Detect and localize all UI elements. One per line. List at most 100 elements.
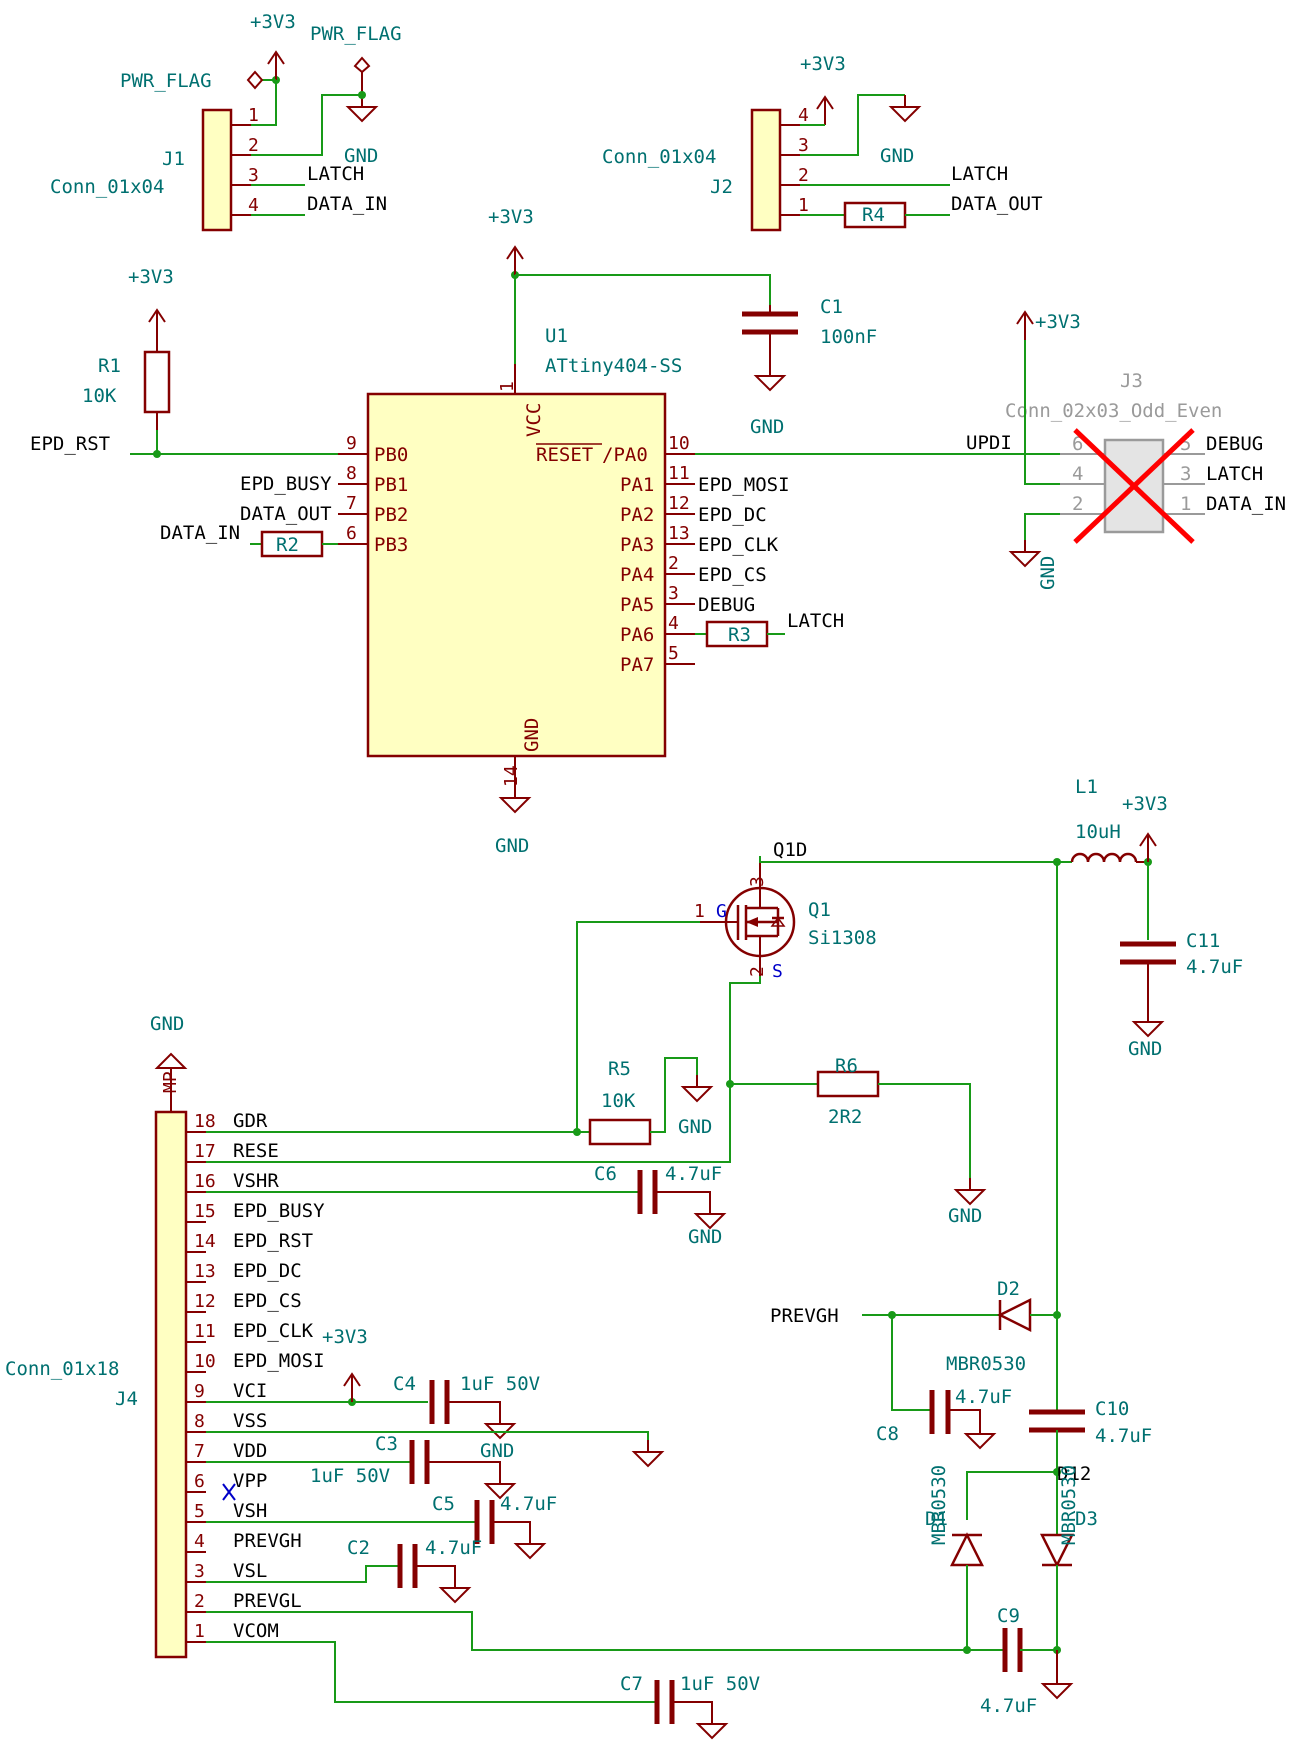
d3-ref: D3 — [1075, 1508, 1098, 1530]
j1-pin-3: 3 — [248, 165, 259, 186]
j2-ref: J2 — [710, 176, 733, 198]
u1-right-pin-net: UPDI — [966, 432, 1012, 454]
c10-value: 4.7uF — [1095, 1425, 1152, 1447]
q1-pin-g: G — [716, 901, 727, 922]
c2-ref: C2 — [347, 1537, 370, 1559]
r5-value: 10K — [601, 1090, 636, 1112]
j4-pin-num: 15 — [194, 1201, 216, 1222]
j4-pin-name: PREVGL — [233, 1590, 302, 1612]
j3-pin-5: 5 — [1180, 433, 1191, 455]
c3-gnd-label: GND — [480, 1440, 514, 1462]
j4-pin-name: EPD_DC — [233, 1260, 302, 1282]
connector-j2: 4 3 2 1 Conn_01x04 J2 +3V3 GND LATCH R4 … — [602, 53, 1043, 232]
c6-value: 4.7uF — [665, 1163, 722, 1185]
u1-right-pin-num: 11 — [668, 463, 690, 484]
q1-pin-1: 1 — [694, 901, 705, 922]
mcu-u1: 1 VCC 14 GND GND +3V3 U1 ATtiny404-SS 9P… — [30, 206, 1060, 857]
d2-triangle — [997, 1297, 1032, 1333]
diode-d1: D1 MBR0530 — [925, 1465, 1057, 1654]
j4-pin-num: 12 — [194, 1291, 216, 1312]
u1-left-pin-net: DATA_IN — [160, 522, 240, 544]
j3-gnd-label: GND — [1037, 556, 1059, 590]
c5-value: 4.7uF — [500, 1493, 557, 1515]
j1-pin-4: 4 — [248, 195, 259, 216]
j2-pin-3: 3 — [798, 135, 809, 156]
j1-v3-label: +3V3 — [250, 11, 296, 33]
pwr-flag-1-label: PWR_FLAG — [120, 70, 212, 92]
prevgh-net-label: PREVGH — [770, 1305, 839, 1327]
q1-net-label: Q1D — [773, 839, 807, 861]
j3-net-latch: LATCH — [1206, 463, 1263, 485]
c4-ref: C4 — [393, 1373, 416, 1395]
d1-triangle — [949, 1532, 985, 1567]
r6-gnd-label: GND — [948, 1205, 982, 1227]
j4-pin-num: 4 — [194, 1531, 205, 1552]
j4-pin-name: EPD_BUSY — [233, 1200, 325, 1222]
c6-gnd-label: GND — [688, 1226, 722, 1248]
u1-left-pin-net: DATA_OUT — [240, 503, 332, 525]
u1-left-pin-name: PB0 — [374, 444, 408, 466]
u1-right-pin-num: 5 — [668, 643, 679, 664]
j3-net-debug: DEBUG — [1206, 433, 1263, 455]
u1-right-pin-net: LATCH — [787, 610, 844, 632]
j2-net-data-out: DATA_OUT — [951, 193, 1043, 215]
u1-right-pin-name: PA1 — [620, 474, 654, 496]
r2-ref: R2 — [276, 534, 299, 556]
l1-value: 10uH — [1075, 821, 1121, 843]
j4-pin-name: VSHR — [233, 1170, 279, 1192]
c7-value: 1uF 50V — [680, 1673, 760, 1695]
u1-pin-gnd-num: 14 — [501, 765, 522, 787]
j4-pin-name: VSS — [233, 1410, 267, 1432]
resistor-r5: R5 10K GND — [577, 1057, 712, 1146]
u1-right-pin-num: 12 — [668, 493, 690, 514]
j3-pin-3: 3 — [1180, 463, 1191, 485]
c2-value: 4.7uF — [425, 1537, 482, 1559]
u1-right-pin-name: PA5 — [620, 594, 654, 616]
c9-ref: C9 — [997, 1605, 1020, 1627]
c3-value: 1uF 50V — [310, 1465, 390, 1487]
j3-pin-2: 2 — [1072, 493, 1083, 515]
c11-ref: C11 — [1186, 930, 1220, 952]
j4-pin-num: 1 — [194, 1621, 205, 1642]
c4-v3-label: +3V3 — [322, 1326, 368, 1348]
u1-left-pin-name: PB2 — [374, 504, 408, 526]
j1-gnd-label: GND — [344, 145, 378, 167]
c6-ref: C6 — [594, 1163, 617, 1185]
j1-ref: J1 — [162, 148, 185, 170]
q1-pin-3: 3 — [747, 876, 768, 887]
resistor-r1: +3V3 R1 10K — [82, 266, 174, 458]
d12-net-label: D12 — [1057, 1463, 1091, 1485]
j4-pin-num: 3 — [194, 1561, 205, 1582]
j4-pin-name: VCOM — [233, 1620, 279, 1642]
j2-pin-4: 4 — [798, 105, 809, 126]
u1-left-pin-net: EPD_BUSY — [240, 473, 332, 495]
u1-right-pin-name: PA4 — [620, 564, 654, 586]
j4-pin-num: 16 — [194, 1171, 216, 1192]
j4-pin-name: VSH — [233, 1500, 267, 1522]
j4-pin-name: EPD_CS — [233, 1290, 302, 1312]
q1-pin-2: 2 — [747, 966, 768, 977]
u1-right-pin-net: EPD_MOSI — [698, 474, 790, 496]
c9-value: 4.7uF — [980, 1695, 1037, 1717]
d3-value: MBR0530 — [1058, 1465, 1080, 1545]
c3-ref: C3 — [375, 1433, 398, 1455]
u1-left-pin-name: PB3 — [374, 534, 408, 556]
u1-right-pin-num: 4 — [668, 613, 679, 634]
r1-value: 10K — [82, 385, 117, 407]
u1-left-pin-num: 9 — [346, 433, 357, 454]
j4-gnd-label: GND — [150, 1013, 184, 1035]
j2-value: Conn_01x04 — [602, 146, 716, 168]
u1-left-pin-num: 7 — [346, 493, 357, 514]
j2-gnd-label: GND — [880, 145, 914, 167]
j4-pin-num: 7 — [194, 1441, 205, 1462]
j4-pin-name: EPD_RST — [233, 1230, 313, 1252]
r6-value: 2R2 — [828, 1106, 862, 1128]
mosfet-q1: 1 G 3 2 S Q1 Si1308 Q1D — [694, 839, 877, 982]
j4-pin-num: 5 — [194, 1501, 205, 1522]
u1-right-pin-net: DEBUG — [698, 594, 755, 616]
j3-net-data-in: DATA_IN — [1206, 493, 1286, 515]
diode-d2: PREVGH D2 MBR0530 — [770, 1278, 1057, 1375]
j4-pin-num: 2 — [194, 1591, 205, 1612]
j3-pin-4: 4 — [1072, 463, 1083, 485]
d1-value: MBR0530 — [928, 1465, 950, 1545]
